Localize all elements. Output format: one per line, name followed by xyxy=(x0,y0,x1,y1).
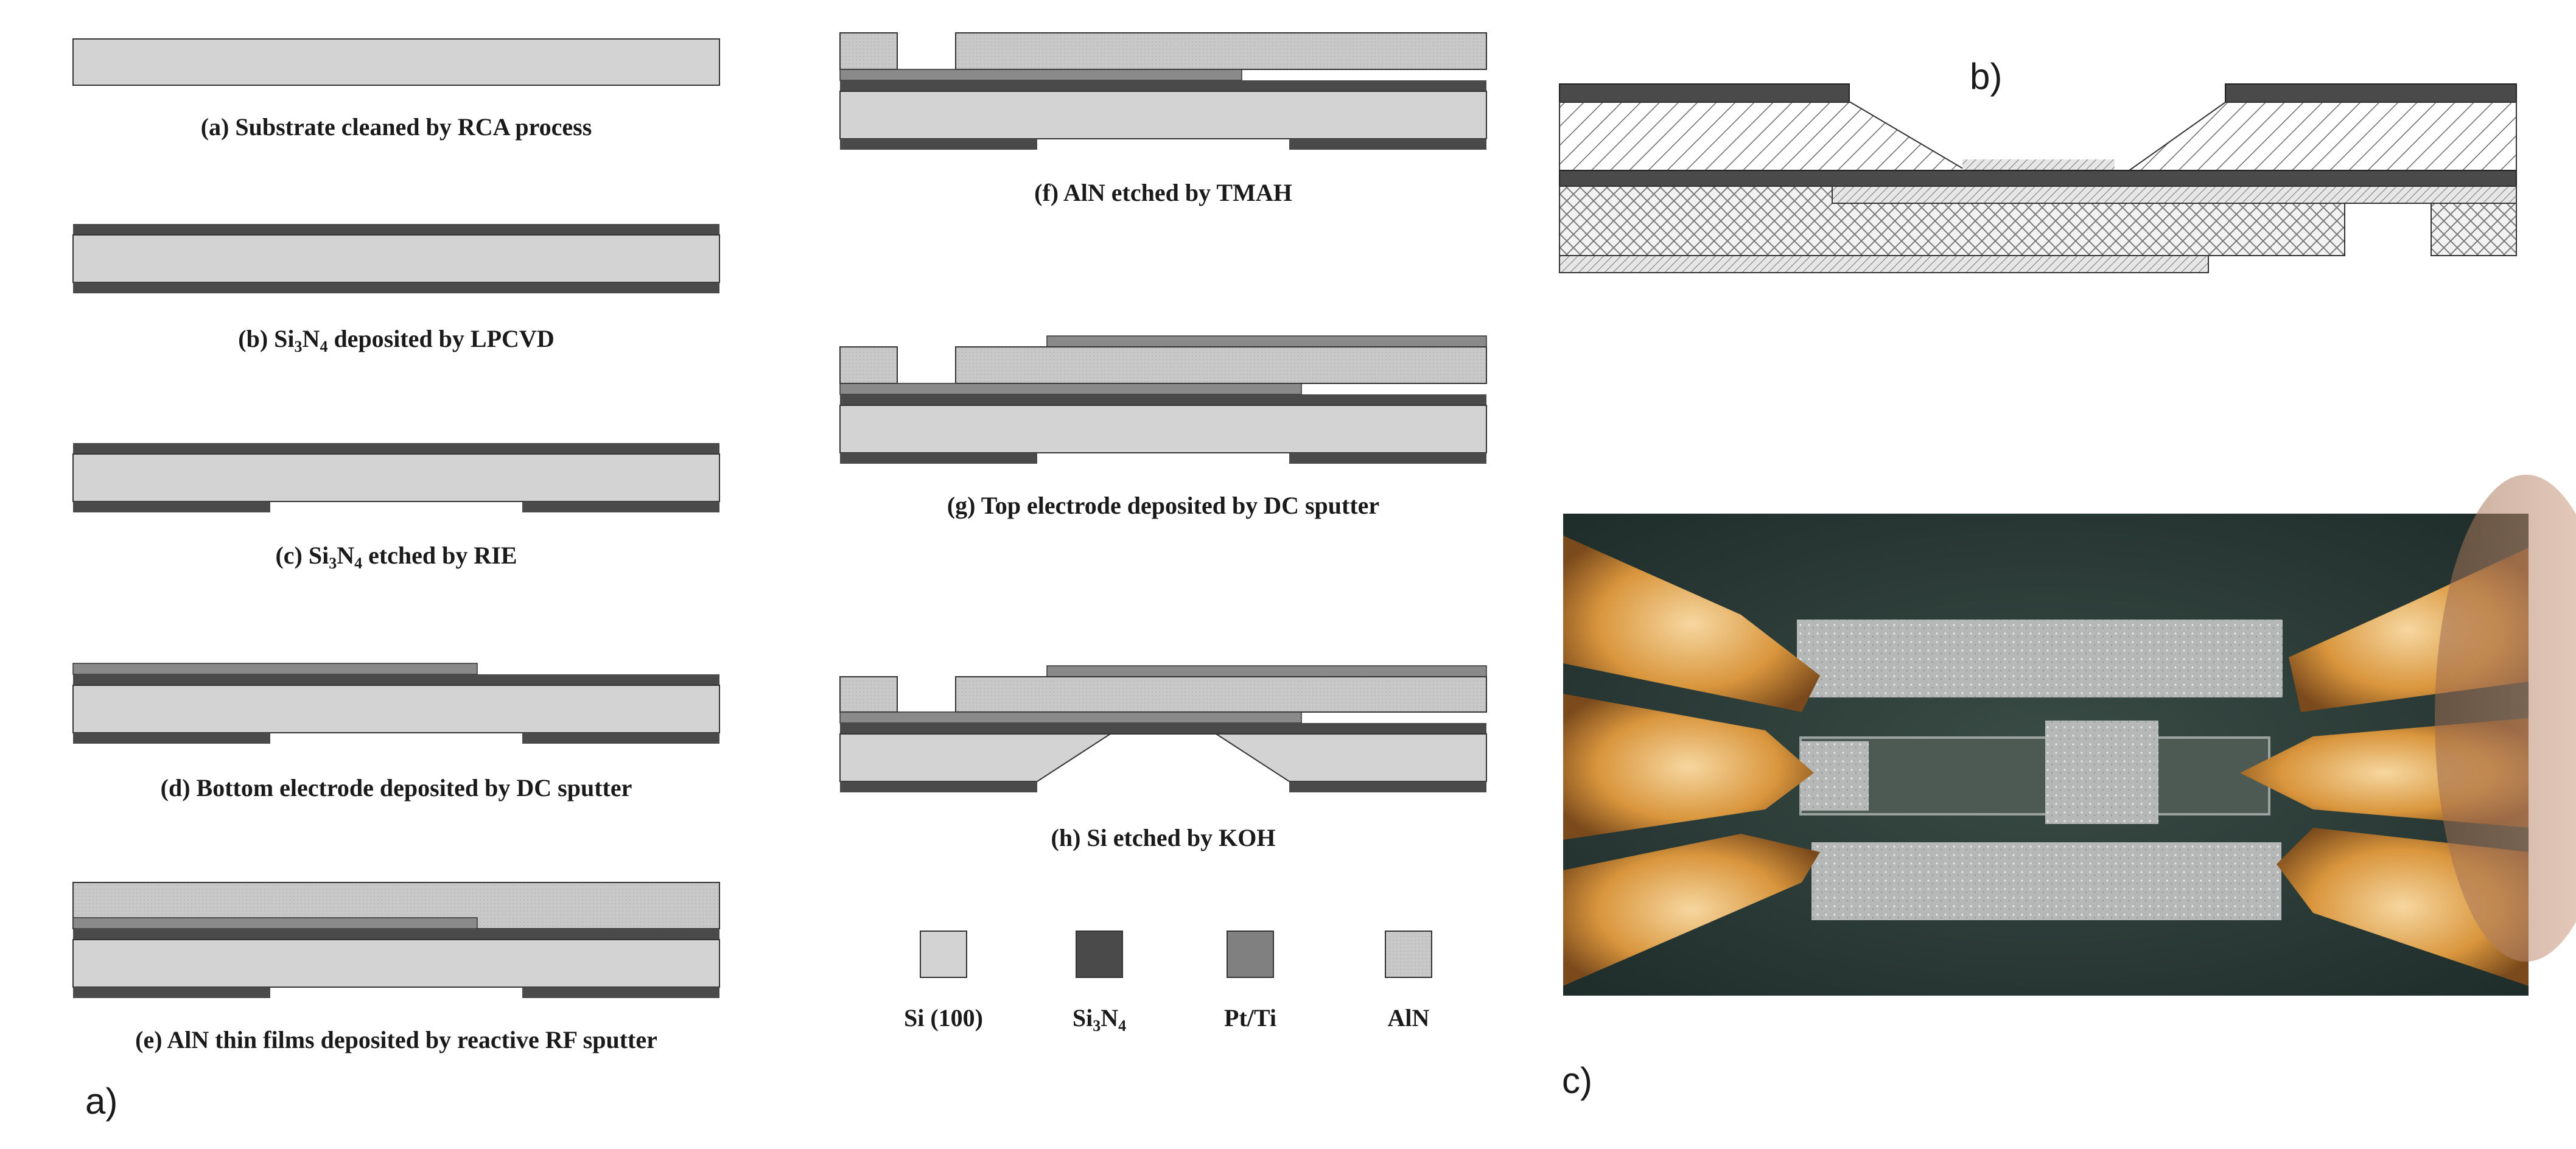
legend: Si (100) Si3N4 Pt/Ti AlN xyxy=(904,931,1432,1035)
step-e-caption: (e) AlN thin films deposited by reactive… xyxy=(135,1026,657,1053)
step-g-caption: (g) Top electrode deposited by DC sputte… xyxy=(947,492,1379,519)
photo-probe-left-middle xyxy=(1563,694,1814,840)
photo-resonator-beam xyxy=(1799,736,2270,815)
photo-left-pad xyxy=(1801,741,1869,811)
photo-probe-left-bottom xyxy=(1563,834,1820,986)
legend-label-si: Si (100) xyxy=(904,1004,983,1032)
step-a-diagram xyxy=(72,38,720,86)
step-h-diagram xyxy=(839,665,1487,792)
step-c-caption: (c) Si3N4 etched by RIE xyxy=(275,542,517,572)
panel-label-c: c) xyxy=(1562,1060,1592,1101)
panel-label-b: b) xyxy=(1970,56,2002,97)
legend-label-aln: AlN xyxy=(1388,1004,1430,1032)
photo-probe-left-top xyxy=(1563,536,1820,712)
step-f-diagram xyxy=(839,32,1487,150)
step-b-caption: (b) Si3N4 deposited by LPCVD xyxy=(238,325,554,355)
step-h-caption: (h) Si etched by KOH xyxy=(1051,824,1276,851)
step-a-caption: (a) Substrate cleaned by RCA process xyxy=(201,113,592,141)
legend-label-si3n4: Si3N4 xyxy=(1073,1004,1126,1035)
photo-electrode-bottom xyxy=(1811,842,2281,920)
top-electrode-fingers xyxy=(1962,159,2115,170)
legend-label-ptti: Pt/Ti xyxy=(1224,1004,1276,1032)
step-g-diagram xyxy=(839,335,1487,464)
photo-right-pad xyxy=(2045,721,2158,824)
step-e-diagram xyxy=(72,882,720,998)
device-cross-section xyxy=(1559,83,2517,273)
step-b-diagram xyxy=(72,224,720,293)
photo-electrode-top xyxy=(1797,620,2283,697)
legend-swatch-aln xyxy=(1385,931,1432,978)
panel-label-a: a) xyxy=(85,1081,117,1122)
step-f-caption: (f) AlN etched by TMAH xyxy=(1034,179,1292,206)
step-c-diagram xyxy=(72,443,720,512)
legend-swatch-si3n4 xyxy=(1076,931,1123,978)
legend-swatch-ptti xyxy=(1227,931,1274,978)
step-d-caption: (d) Bottom electrode deposited by DC spu… xyxy=(161,774,632,802)
step-d-diagram xyxy=(72,663,720,744)
device-photo xyxy=(1563,475,2576,996)
legend-swatch-si xyxy=(920,931,967,978)
